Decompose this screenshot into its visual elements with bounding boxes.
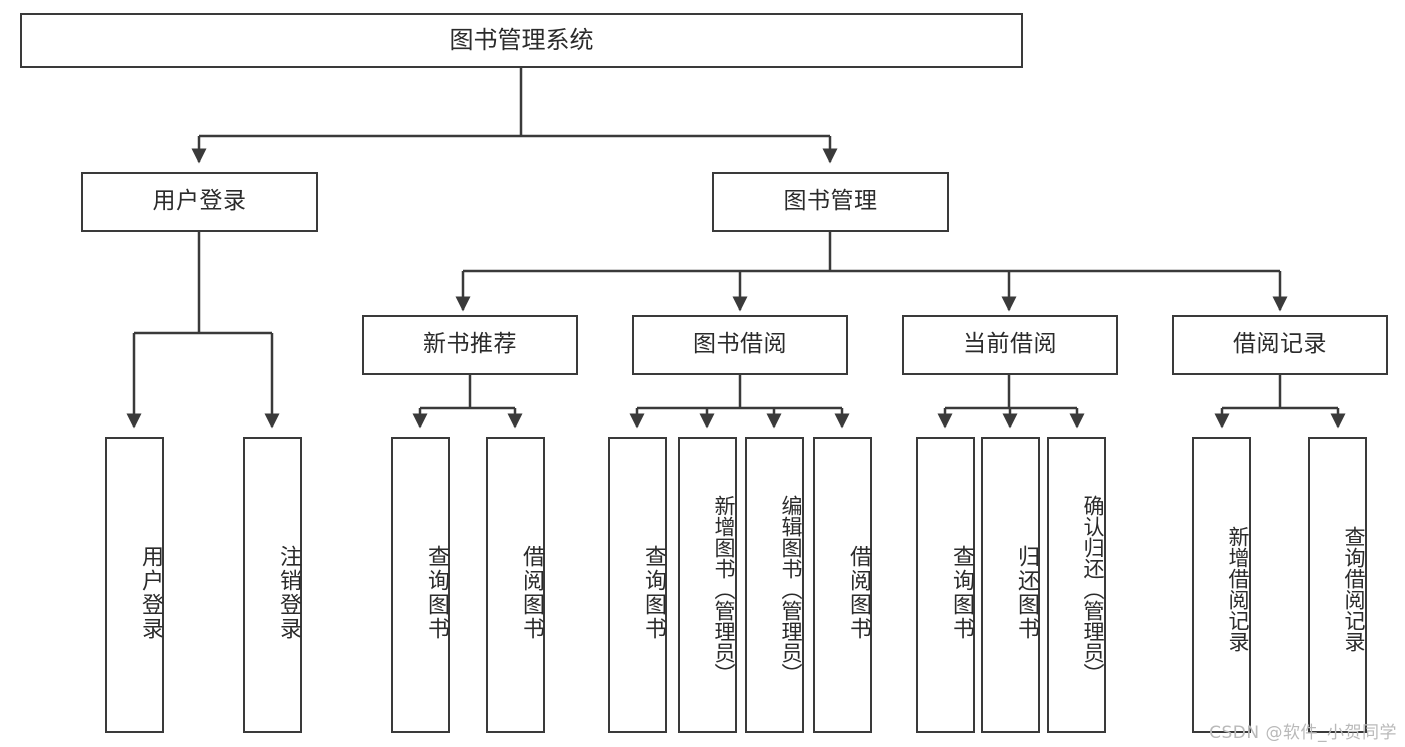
csdn-watermark: CSDN @软件_小贺同学 (1209, 723, 1397, 743)
leaf-add-book-admin[interactable]: 新增图书（管理员） (678, 437, 737, 733)
node-label: 注销登录 (276, 545, 301, 641)
node-new-book-recommend[interactable]: 新书推荐 (362, 315, 578, 375)
node-label: 确认归还（管理员） (1081, 494, 1105, 684)
leaf-confirm-return-admin[interactable]: 确认归还（管理员） (1047, 437, 1106, 733)
node-borrow-record[interactable]: 借阅记录 (1172, 315, 1388, 375)
node-label: 用户登录 (138, 545, 163, 641)
node-label: 查询图书 (641, 545, 666, 641)
leaf-return-book[interactable]: 归还图书 (981, 437, 1040, 733)
node-root-system[interactable]: 图书管理系统 (20, 13, 1023, 68)
leaf-query-borrow-record[interactable]: 查询借阅记录 (1308, 437, 1367, 733)
leaf-borrow-book-recommend[interactable]: 借阅图书 (486, 437, 545, 733)
leaf-edit-book-admin[interactable]: 编辑图书（管理员） (745, 437, 804, 733)
node-label: 图书管理 (783, 188, 878, 215)
node-label: 新增图书（管理员） (712, 494, 736, 684)
node-label: 当前借阅 (963, 331, 1057, 358)
node-label: 图书管理系统 (449, 26, 594, 55)
leaf-user-login[interactable]: 用户登录 (105, 437, 164, 733)
node-label: 借阅图书 (846, 545, 871, 641)
node-label: 图书借阅 (693, 331, 787, 358)
leaf-borrow-book[interactable]: 借阅图书 (813, 437, 872, 733)
leaf-query-book-borrow[interactable]: 查询图书 (608, 437, 667, 733)
node-label: 归还图书 (1014, 545, 1039, 641)
node-label: 用户登录 (152, 188, 247, 215)
node-label: 查询图书 (424, 545, 449, 641)
node-label: 编辑图书（管理员） (779, 494, 803, 684)
leaf-query-book-recommend[interactable]: 查询图书 (391, 437, 450, 733)
node-book-manage[interactable]: 图书管理 (712, 172, 949, 232)
node-label: 查询借阅记录 (1342, 526, 1366, 652)
node-label: 借阅图书 (519, 545, 544, 641)
node-label: 新增借阅记录 (1226, 526, 1250, 652)
node-book-borrow[interactable]: 图书借阅 (632, 315, 848, 375)
leaf-query-book-current[interactable]: 查询图书 (916, 437, 975, 733)
node-current-borrow[interactable]: 当前借阅 (902, 315, 1118, 375)
node-label: 新书推荐 (423, 331, 517, 358)
node-label: 查询图书 (949, 545, 974, 641)
leaf-logout-login[interactable]: 注销登录 (243, 437, 302, 733)
node-label: 借阅记录 (1233, 331, 1327, 358)
leaf-add-borrow-record[interactable]: 新增借阅记录 (1192, 437, 1251, 733)
node-user-login[interactable]: 用户登录 (81, 172, 318, 232)
